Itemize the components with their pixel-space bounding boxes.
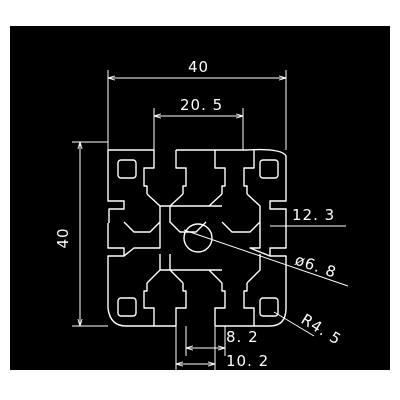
corner-cavity-top-left <box>117 159 137 179</box>
center-bore <box>183 223 213 253</box>
label-overall-height: 40 <box>54 227 72 248</box>
label-slot-spacing: 20. 5 <box>180 96 223 114</box>
leader-line-corner-radius <box>273 311 315 337</box>
label-overall-width: 40 <box>188 58 209 76</box>
corner-cavity-top-right <box>259 159 279 179</box>
profile-drawing: 40 20. 5 40 12. 3 ø6. 8 R4. 5 8. 2 10. 2 <box>10 26 390 370</box>
leader-line-center-bore <box>183 229 349 287</box>
dimension-lines <box>72 70 349 370</box>
corner-cavity-bottom-right <box>259 297 279 317</box>
profile-outer-contour <box>107 148 287 327</box>
label-inner-depth: 12. 3 <box>292 206 335 224</box>
profile-inner-core <box>123 193 271 284</box>
label-slot-width: 10. 2 <box>226 352 269 370</box>
drawing-background <box>10 26 390 370</box>
corner-cavity-bottom-left <box>117 297 137 317</box>
label-slot-opening: 8. 2 <box>226 328 259 346</box>
profile-outline <box>107 148 287 327</box>
